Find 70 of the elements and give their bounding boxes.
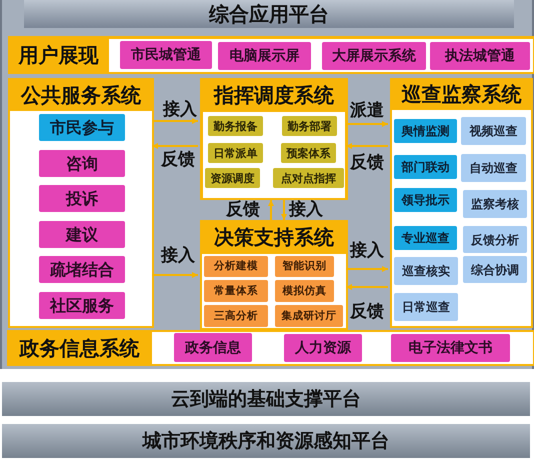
panel-heading: 公共服务系统: [21, 84, 141, 104]
system-panel: [8, 36, 534, 74]
panel-heading: 用户展现: [18, 45, 98, 65]
edge-label: 接入: [288, 202, 324, 218]
module-tile: 智能识别: [275, 256, 334, 277]
module-tile: 日常派单: [208, 143, 263, 163]
arrow: [268, 200, 274, 220]
edge-label: 接入: [162, 102, 198, 118]
system-panel: [200, 78, 348, 200]
module-tile: 市民参与: [39, 114, 125, 141]
arrow: [346, 284, 388, 290]
module-tile: 领导批示: [394, 188, 457, 212]
module-tile: 疏堵结合: [39, 256, 125, 283]
system-panel: [7, 330, 534, 366]
arrow: [281, 200, 287, 220]
edge-label: 反馈: [349, 304, 385, 320]
module-tile: 专业巡查: [394, 226, 457, 250]
module-tile: 预案体系: [281, 143, 336, 163]
arrow: [152, 118, 198, 124]
module-tile: 执法城管通: [430, 42, 530, 70]
panel-heading: 巡查监察系统: [402, 84, 522, 104]
module-tile: 反馈分析: [463, 226, 527, 253]
panel-heading: 指挥调度系统: [214, 85, 334, 105]
system-panel: [200, 220, 348, 330]
edge-label: 反馈: [225, 202, 261, 218]
module-tile: 建议: [39, 221, 125, 248]
module-tile: 集成研讨厅: [275, 305, 343, 327]
arrow: [346, 143, 388, 149]
edge-label: 接入: [349, 242, 385, 260]
edge-label: 反馈: [349, 154, 385, 172]
module-tile: 人力资源: [284, 334, 362, 362]
arrow: [152, 272, 198, 278]
module-tile: 社区服务: [39, 292, 125, 319]
module-tile: 电脑展示屏: [218, 42, 311, 70]
arrow: [346, 121, 388, 127]
module-tile: 日常巡查: [394, 293, 458, 321]
panel-heading: 决策支持系统: [214, 227, 334, 247]
module-tile: 监察考核: [463, 190, 527, 218]
module-tile: 市民城管通: [120, 41, 212, 69]
platform-panel: [0, 0, 534, 369]
module-tile: 勤务部署: [282, 116, 337, 136]
module-tile: 资源调度: [205, 168, 260, 188]
module-tile: 舆情监测: [394, 119, 457, 143]
module-tile: 咨询: [39, 150, 125, 177]
edge-label: 反馈: [160, 152, 196, 168]
platform-title: 综合应用平台: [209, 4, 329, 24]
system-panel: [8, 78, 154, 328]
platform-band: 城市环境秩序和资源感知平台: [2, 424, 530, 458]
module-tile: 分析建模: [204, 256, 268, 277]
system-panel: [390, 78, 533, 328]
panel-heading: 政务信息系统: [20, 338, 140, 358]
module-tile: 自动巡查: [461, 154, 526, 182]
module-tile: 勤务报备: [208, 116, 263, 136]
module-tile: 巡查核实: [394, 257, 458, 285]
edge-label: 派遣: [349, 102, 385, 120]
module-tile: 大屏展示系统: [322, 42, 426, 70]
module-tile: 视频巡查: [461, 117, 526, 145]
platform-band: 云到端的基础支撑平台: [2, 382, 530, 416]
module-tile: 三高分析: [204, 305, 268, 327]
edge-label: 接入: [160, 248, 196, 264]
module-tile: 部门联动: [394, 155, 457, 179]
module-tile: 常量体系: [204, 280, 268, 302]
module-tile: 模拟仿真: [275, 280, 334, 302]
module-tile: 政务信息: [174, 333, 252, 362]
module-tile: 综合协调: [463, 256, 527, 283]
module-tile: 电子法律文书: [391, 334, 510, 362]
arrow: [152, 143, 198, 149]
module-tile: 投诉: [39, 185, 125, 212]
module-tile: 点对点指挥: [273, 168, 344, 188]
arrow: [346, 266, 388, 272]
